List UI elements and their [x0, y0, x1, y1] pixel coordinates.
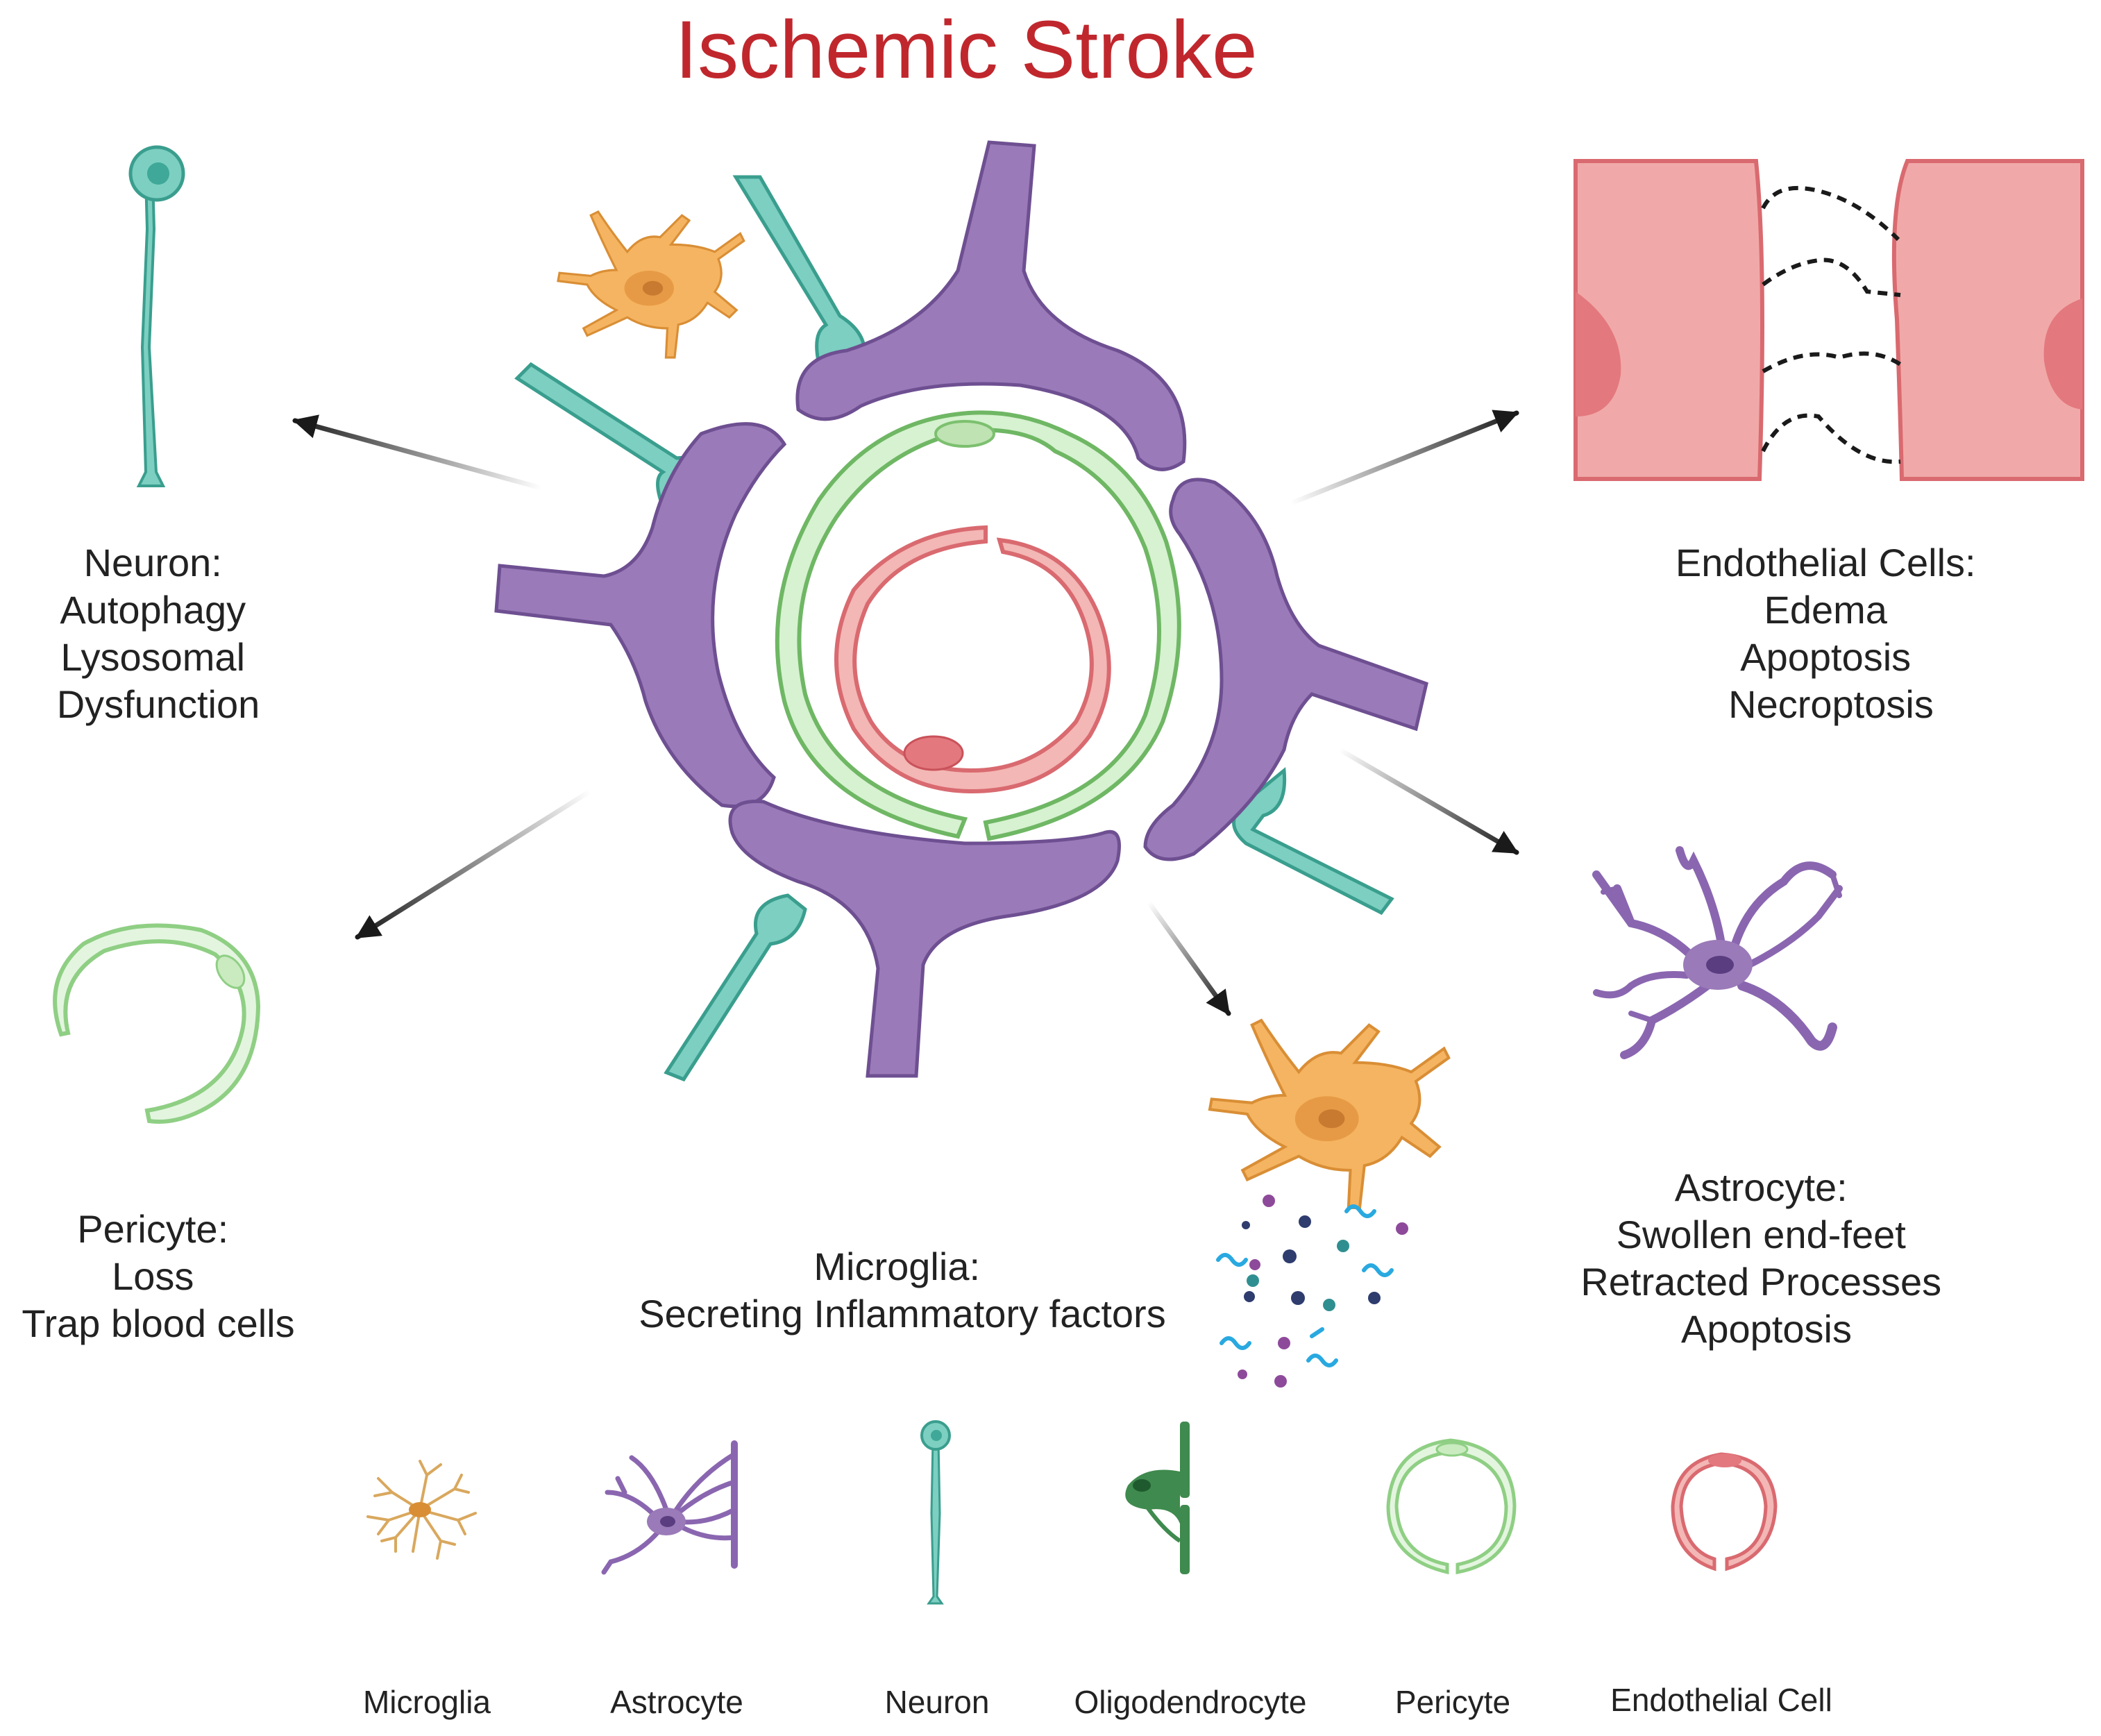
neurovascular-unit [494, 140, 1428, 1082]
astrocyte-endfeet [494, 140, 1428, 1078]
arrow-to-astrocyte [1337, 747, 1519, 855]
legend-label-pericyte: Pericyte [1395, 1684, 1510, 1720]
endothelial-ring [834, 525, 1111, 794]
astrocyte-label: Astrocyte: Swollen end-feet Retracted Pr… [1580, 1165, 1952, 1351]
endothelial-label: Endothelial Cells: Edema Apoptosis Necro… [1676, 541, 1986, 726]
arrow-to-neuron [292, 414, 544, 491]
microglia-secreting-illustration [1208, 1018, 1451, 1210]
inflammatory-factors [1216, 1195, 1408, 1388]
endothelial-cells-illustration [1573, 159, 2084, 481]
legend: Microglia Astrocyte Neuron Oligodendrocy… [363, 1420, 1832, 1720]
arrow-to-endothelial [1288, 410, 1519, 506]
neuron-processes [514, 175, 1394, 1082]
pericyte-label: Pericyte: Loss Trap blood cells [22, 1207, 294, 1345]
neuron-label: Neuron: Autophagy Lysosomal Dysfunction [57, 541, 260, 726]
neuron-cell-illustration [128, 145, 185, 487]
arrow-to-microglia [1146, 900, 1231, 1016]
neuron-icon [920, 1420, 951, 1605]
legend-label-neuron: Neuron [885, 1684, 990, 1720]
microglia-icon [366, 1460, 477, 1560]
astrocyte-cell-illustration [1592, 846, 1843, 1059]
microglia-activated-top [557, 210, 745, 359]
diagram-title: Ischemic Stroke [675, 4, 1257, 96]
pericyte-cell-illustration [53, 923, 261, 1124]
legend-label-oligodendrocyte: Oligodendrocyte [1074, 1684, 1307, 1720]
legend-label-endothelial-cell: Endothelial Cell [1610, 1682, 1832, 1718]
astrocyte-icon [601, 1440, 738, 1575]
pericyte-ring [775, 410, 1181, 841]
pericyte-icon [1386, 1438, 1517, 1575]
arrows [292, 410, 1519, 1016]
legend-label-astrocyte: Astrocyte [610, 1684, 743, 1720]
arrow-to-pericyte [355, 789, 593, 940]
legend-label-microglia: Microglia [363, 1684, 491, 1720]
oligodendrocyte-icon [1125, 1422, 1190, 1574]
microglia-label: Microglia: Secreting Inflammatory factor… [639, 1245, 1165, 1335]
endothelial-cell-icon [1671, 1452, 1778, 1571]
